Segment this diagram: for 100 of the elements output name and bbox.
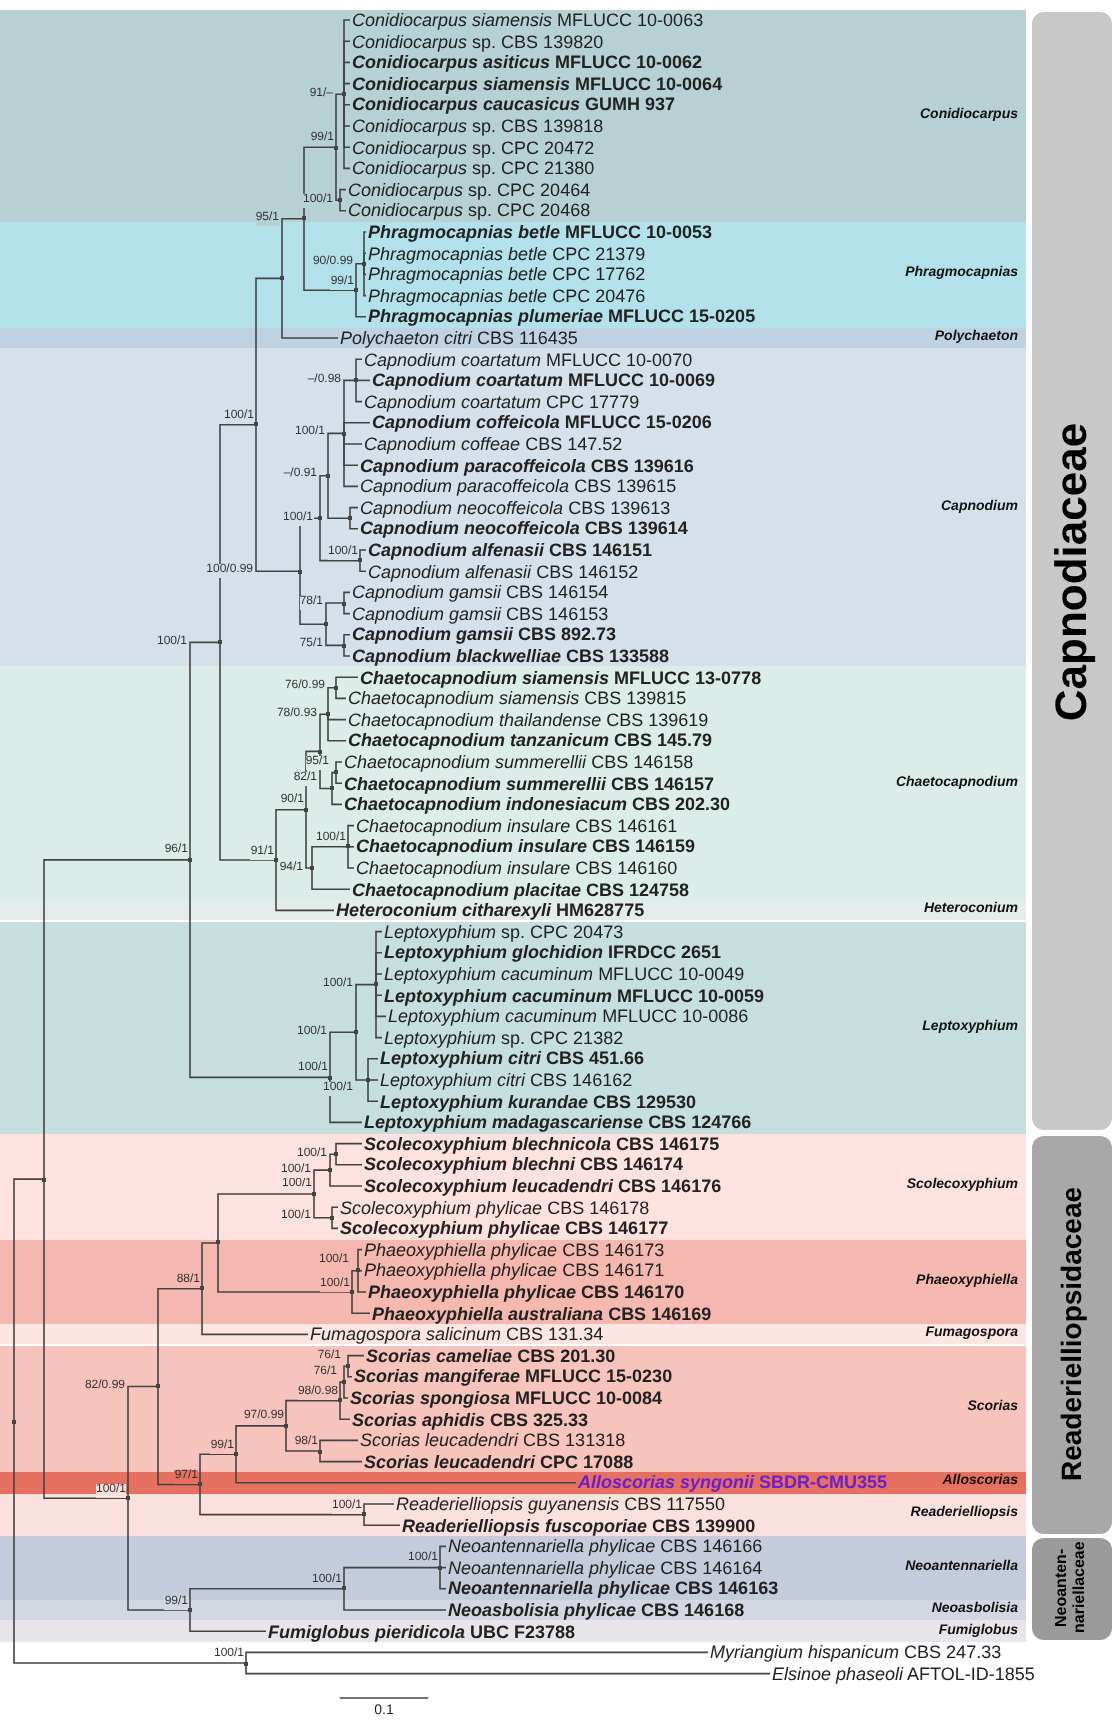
- clade-band: [0, 921, 1026, 1133]
- tree-branch: [43, 1178, 129, 1500]
- tree-branch: [157, 1385, 201, 1486]
- taxon-label: Chaetocapnodium summerellii CBS 146158: [344, 751, 694, 772]
- taxon-label: Leptoxyphium citri CBS 451.66: [380, 1048, 645, 1069]
- tree-branch: [367, 1079, 379, 1102]
- family-tab: [1032, 1135, 1112, 1534]
- taxon-label: Conidiocarpus sp. CPC 21380: [352, 158, 595, 179]
- taxon-label: Scorias aphidis CBS 325.33: [352, 1409, 589, 1430]
- tree-branch: [189, 1609, 267, 1632]
- taxon-label: Capnodium paracoffeicola CBS 139615: [360, 476, 677, 497]
- taxon-label: Chaetocapnodium summerellii CBS 146157: [344, 773, 715, 794]
- clade-band: [0, 1323, 1026, 1345]
- tree-branch: [305, 808, 313, 869]
- taxon-label: Readerielliopsis guyanensis CBS 117550: [396, 1493, 725, 1514]
- tree-branch: [255, 424, 301, 572]
- taxon-label: Scorias cameliae CBS 201.30: [366, 1345, 616, 1366]
- tree-branch: [347, 824, 355, 848]
- tree-branch: [363, 263, 367, 297]
- clade-band: [0, 327, 1026, 349]
- tree-branch: [311, 846, 349, 869]
- tree-branch: [189, 859, 331, 1079]
- taxon-label: Leptoxyphium cacuminum MFLUCC 10-0059: [384, 985, 765, 1006]
- taxon-label: Neoasbolisia phylicae CBS 146168: [448, 1599, 745, 1620]
- tree-branch: [331, 1206, 339, 1219]
- taxon-label: Phragmocapnias betle CPC 21379: [368, 243, 646, 264]
- taxon-label: Scolecoxyphium leucadendri CBS 146176: [364, 1176, 722, 1196]
- taxon-label: Leptoxyphium cacuminum MFLUCC 10-0049: [384, 964, 745, 984]
- tree-branch: [343, 432, 359, 488]
- tree-branch: [325, 602, 345, 625]
- tree-branch: [327, 713, 347, 721]
- tree-branch: [343, 1365, 349, 1383]
- tree-branch: [355, 358, 363, 382]
- tree-branch: [335, 1142, 363, 1155]
- tree-branch: [313, 1169, 331, 1195]
- taxon-label: Myriangium hispanicum CBS 247.33: [710, 1642, 1002, 1663]
- tree-branch: [363, 252, 367, 265]
- tree-branch: [355, 1031, 369, 1081]
- tree-branch: [355, 289, 367, 318]
- tree-branch: [127, 1497, 191, 1611]
- tree-branch: [351, 1291, 371, 1314]
- tree-branch: [355, 379, 363, 403]
- tree-branch: [439, 1566, 447, 1590]
- taxon-label: Readerielliopsis fuscoporiae CBS 139900: [402, 1515, 756, 1536]
- family-tab: [1032, 11, 1112, 1131]
- tree-branch: [319, 517, 361, 562]
- taxon-label: Scorias spongiosa MFLUCC 10-0084: [350, 1388, 663, 1408]
- taxon-label: Capnodium coartatum CPC 17779: [364, 391, 640, 412]
- taxon-label: Capnodium alfenasii CBS 146151: [368, 539, 653, 560]
- tree-branch: [201, 1287, 309, 1336]
- tree-branch: [189, 1588, 345, 1611]
- taxon-label: Alloscorias syngonii SBDR-CMU355: [578, 1472, 888, 1493]
- clade-band: [0, 1133, 1026, 1239]
- tree-branch: [343, 634, 351, 647]
- tree-branch: [343, 422, 371, 435]
- taxon-label: Chaetocapnodium placitae CBS 124758: [352, 879, 690, 900]
- tree-branch: [299, 570, 327, 625]
- tree-branch: [343, 1588, 447, 1611]
- tree-branch: [349, 517, 359, 530]
- tree-branch: [217, 1242, 353, 1293]
- tree-branch: [327, 687, 337, 716]
- tree-branch: [359, 549, 367, 562]
- taxon-label: Capnodium blackwelliae CBS 133588: [352, 645, 670, 666]
- taxon-label: Scorias leucadendri CBS 131318: [360, 1430, 626, 1451]
- taxon-label: Scolecoxyphium phylicae CBS 146177: [340, 1218, 669, 1239]
- taxon-label: Leptoxyphium sp. CPC 21382: [384, 1027, 624, 1048]
- clade-band: [0, 1493, 1026, 1536]
- clade-band: [0, 666, 1026, 900]
- taxon-label: Chaetocapnodium insulare CBS 146159: [356, 836, 696, 857]
- tree-branch: [285, 1399, 341, 1427]
- tree-branch: [357, 1270, 367, 1293]
- tree-branch: [43, 859, 191, 1180]
- tree-branch: [343, 82, 351, 95]
- tree-branch: [335, 687, 347, 700]
- tree-branch: [335, 93, 345, 148]
- clade-band: [0, 348, 1026, 667]
- tree-branch: [439, 1545, 447, 1569]
- tree-branch: [349, 506, 359, 519]
- taxon-label: Scorias mangiferae MFLUCC 15-0230: [354, 1366, 673, 1387]
- taxon-label: Fumagospora salicinum CBS 131.34: [310, 1324, 604, 1345]
- tree-branch: [363, 1513, 401, 1526]
- taxon-label: Phaeoxyphiella phylicae CBS 146171: [364, 1260, 665, 1281]
- family-name: Readerielliopsidaceae: [1056, 1187, 1088, 1482]
- taxon-label: Neoantennariella phylicae CBS 146164: [448, 1557, 763, 1578]
- tree-branch: [335, 676, 359, 689]
- taxon-label: Conidiocarpus sp. CBS 139818: [352, 115, 604, 136]
- tree-branch: [335, 771, 343, 784]
- clade-band: [0, 899, 1026, 921]
- tree-branch: [355, 983, 377, 1034]
- taxon-label: Phragmocapnias betle CPC 20476: [368, 285, 646, 306]
- taxon-label: Phaeoxyphiella phylicae CBS 146173: [364, 1239, 665, 1260]
- tree-branch: [331, 771, 337, 790]
- tree-branch: [235, 1453, 577, 1484]
- tree-branch: [367, 1079, 379, 1081]
- tree-branch: [335, 146, 341, 201]
- taxon-label: Elsinoe phaseoli AFTOL-ID-1855: [772, 1663, 1035, 1684]
- tree-branch: [367, 1058, 379, 1081]
- tree-branch: [255, 277, 283, 426]
- tree-branch: [281, 217, 305, 280]
- taxon-label: Chaetocapnodium indonesiacum CBS 202.30: [344, 794, 731, 815]
